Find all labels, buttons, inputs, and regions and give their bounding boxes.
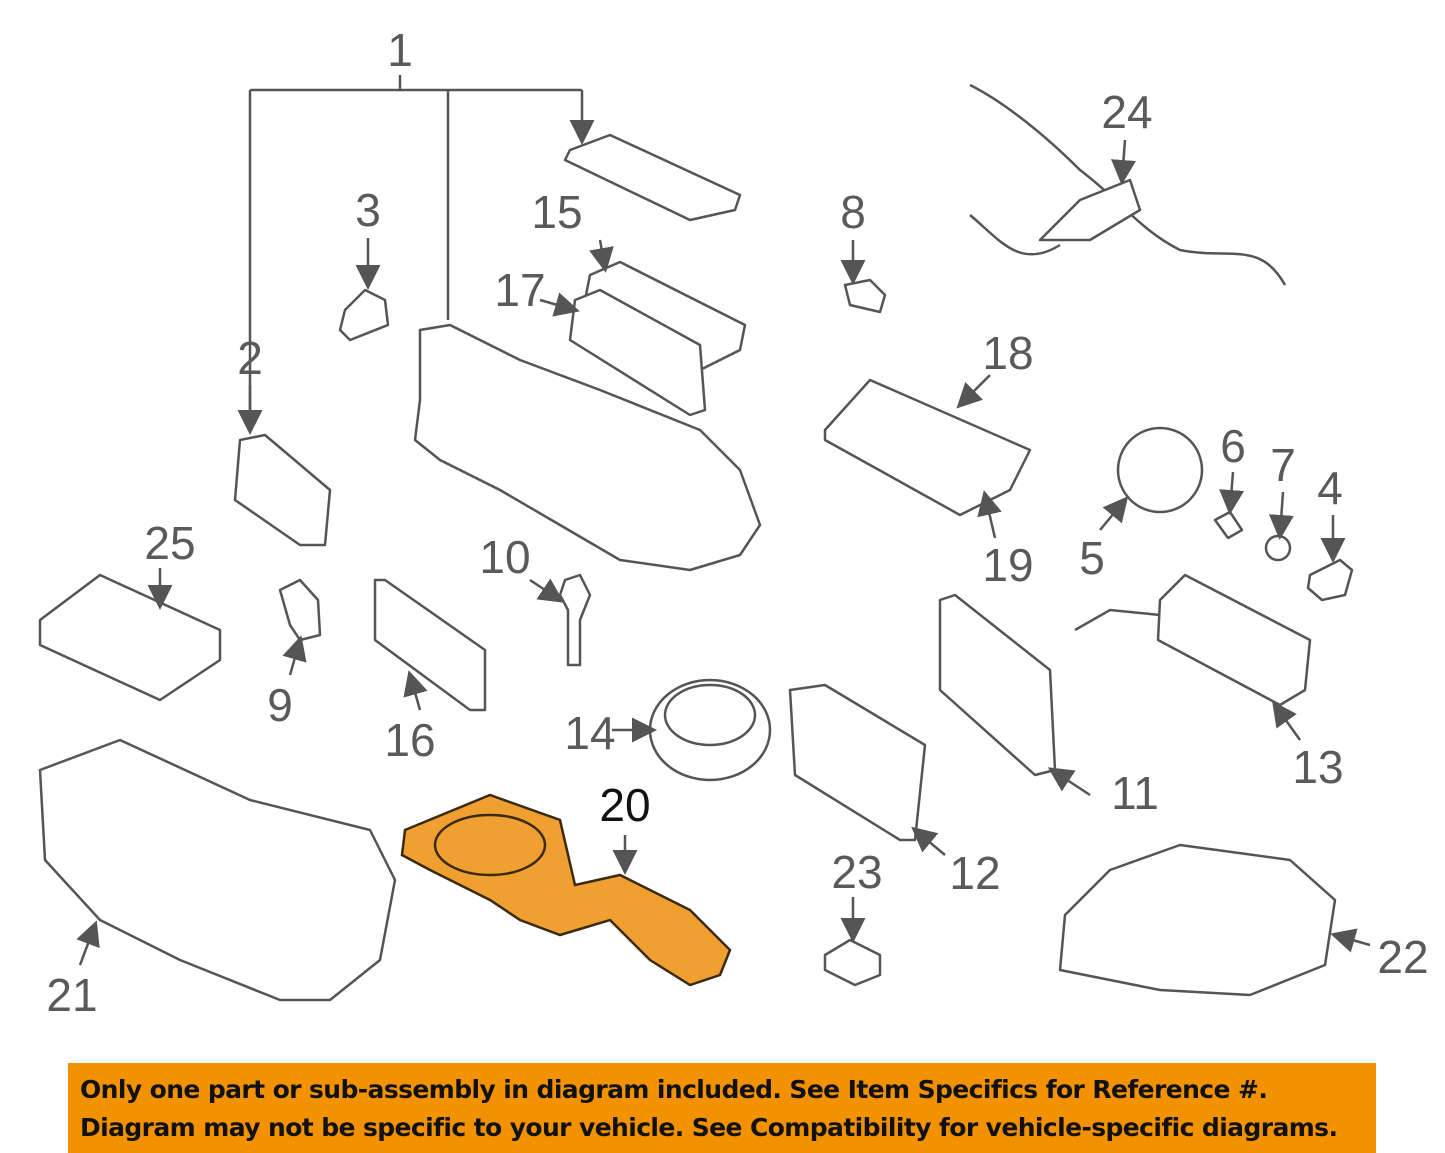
callout-21: 21: [46, 969, 98, 1021]
part-20-highlighted: [400, 793, 732, 987]
callout-4: 4: [1317, 462, 1343, 514]
part-25: [38, 573, 222, 702]
callout-19: 19: [982, 539, 1034, 591]
callout-12: 12: [949, 847, 1001, 899]
callout-20: 20: [599, 779, 651, 831]
part-3: [338, 288, 390, 342]
part-12: [788, 683, 927, 842]
callout-16: 16: [384, 714, 436, 766]
part-4: [1306, 558, 1354, 602]
part-13: [1156, 573, 1312, 707]
callout-15: 15: [531, 186, 583, 238]
disclaimer-line-1: Only one part or sub-assembly in diagram…: [80, 1075, 1268, 1104]
disclaimer-banner: Only one part or sub-assembly in diagram…: [68, 1063, 1376, 1153]
part-11: [938, 593, 1057, 777]
part-2: [233, 433, 332, 547]
part-1-tray: [563, 133, 742, 222]
callout-10: 10: [479, 531, 531, 583]
callout-2: 2: [237, 332, 263, 384]
callout-25: 25: [144, 517, 196, 569]
part-8: [843, 278, 887, 314]
callout-11: 11: [1111, 767, 1159, 819]
callout-9: 9: [267, 679, 293, 731]
part-1-case: [413, 323, 762, 572]
part-17: [568, 288, 707, 417]
callout-24: 24: [1101, 86, 1153, 138]
callout-22: 22: [1377, 931, 1429, 983]
part-21: [38, 738, 397, 1002]
part-23: [823, 938, 882, 987]
callout-8: 8: [840, 186, 866, 238]
callout-18: 18: [982, 327, 1034, 379]
part-22: [1058, 843, 1337, 997]
callout-5: 5: [1079, 532, 1105, 584]
callout-14: 14: [564, 707, 616, 759]
part-18: [823, 378, 1032, 517]
callout-7: 7: [1270, 439, 1296, 491]
part-6: [1213, 510, 1244, 540]
part-7: [1264, 534, 1292, 562]
callout-17: 17: [494, 264, 546, 316]
callout-1: 1: [387, 24, 413, 76]
callout-13: 13: [1292, 741, 1344, 793]
part-16: [373, 578, 487, 712]
part-9: [278, 578, 322, 642]
part-5: [1116, 426, 1204, 514]
disclaimer-line-2: Diagram may not be specific to your vehi…: [80, 1113, 1338, 1142]
callout-3: 3: [355, 184, 381, 236]
callout-23: 23: [831, 846, 883, 898]
leader-1: [248, 75, 582, 420]
part-10: [558, 573, 592, 667]
callout-6: 6: [1220, 420, 1246, 472]
